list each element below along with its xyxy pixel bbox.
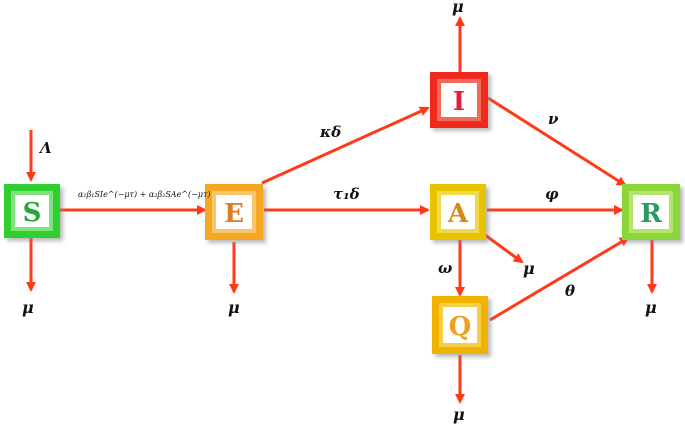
node-e-label: E: [224, 199, 244, 229]
node-i-label: I: [453, 87, 465, 117]
node-a: [430, 184, 486, 240]
node-q-label: Q: [449, 312, 472, 342]
mu-r: μ: [645, 298, 657, 317]
node-e: [205, 184, 263, 240]
node-s: [4, 184, 60, 238]
node-s-label: S: [23, 198, 42, 228]
node-a-label: A: [447, 199, 469, 229]
mu-i: μ: [452, 0, 464, 16]
rate-infection: α₁β₁SIe^(−μτ) + α₂β₂SAe^(−μτ): [78, 190, 211, 199]
mu-q: μ: [453, 405, 465, 424]
rate-omega: ω: [438, 259, 452, 277]
arrow-e-to-i: [261, 106, 430, 185]
rate-lambda: Λ: [38, 139, 52, 157]
node-q: [432, 296, 488, 354]
mu-s: μ: [22, 298, 34, 317]
arrow-a-mu: [484, 233, 524, 264]
rate-phi: φ: [545, 185, 559, 203]
node-r: [622, 184, 680, 240]
mu-a: μ: [523, 259, 535, 278]
rate-theta: θ: [565, 282, 575, 300]
rate-tau-delta: τ₁δ: [333, 185, 360, 203]
rate-nu: ν: [548, 110, 559, 128]
arrow-q-to-r: [489, 236, 630, 322]
rate-kappa-delta: κδ: [319, 123, 341, 141]
node-r-label: R: [640, 199, 662, 229]
node-i: [430, 72, 488, 128]
mu-e: μ: [228, 298, 240, 317]
arrow-i-to-r: [487, 96, 627, 187]
